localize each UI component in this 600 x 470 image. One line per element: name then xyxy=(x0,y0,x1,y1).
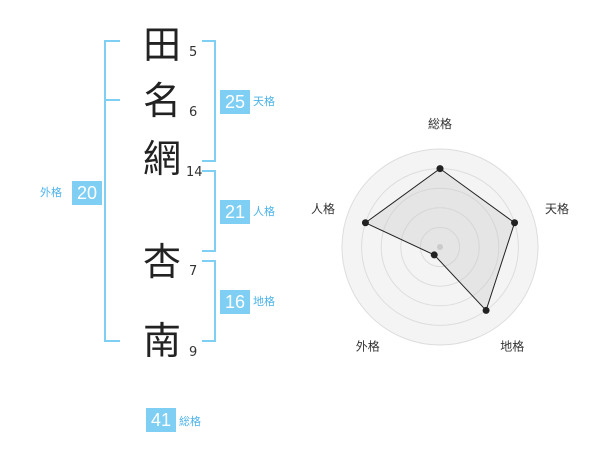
radar-point xyxy=(482,306,490,314)
tenkaku-label: 天格 xyxy=(253,95,275,108)
radar-point xyxy=(361,219,369,227)
jinkaku-value: 21 xyxy=(220,200,250,224)
gaikaku-bracket xyxy=(104,40,120,342)
name-char-3-strokes: 14 xyxy=(186,165,203,180)
radar-grid-ring xyxy=(380,187,500,307)
chikaku-bracket xyxy=(202,260,216,342)
jinkaku-label: 人格 xyxy=(253,205,275,218)
name-char-1: 田 xyxy=(143,23,182,67)
radar-center xyxy=(437,244,443,250)
gaikaku-tick xyxy=(104,99,120,101)
radar-point xyxy=(436,165,444,173)
radar-axis-label: 外格 xyxy=(356,339,380,354)
gaikaku-label: 外格 xyxy=(40,186,62,199)
soukaku-label: 総格 xyxy=(179,415,201,428)
radar-area xyxy=(361,165,519,314)
tenkaku-bracket xyxy=(202,40,216,162)
tenkaku-value: 25 xyxy=(220,90,250,114)
chikaku-label: 地格 xyxy=(253,295,275,308)
jinkaku-bracket xyxy=(202,170,216,252)
radar-point xyxy=(430,251,438,259)
name-char-3: 網 xyxy=(143,137,182,181)
radar-axis-label: 人格 xyxy=(311,201,335,216)
name-char-4: 杏 xyxy=(143,240,182,284)
gaikaku-value: 20 xyxy=(72,181,102,205)
name-char-5: 南 xyxy=(143,319,182,363)
name-char-4-strokes: 7 xyxy=(189,264,198,279)
radar-axis-label: 地格 xyxy=(500,339,524,354)
radar-point xyxy=(511,219,519,227)
radar-grid-ring xyxy=(400,207,480,287)
name-char-5-strokes: 9 xyxy=(189,345,198,360)
radar-polygon xyxy=(364,167,516,312)
radar-grid-ring xyxy=(419,226,461,268)
chikaku-value: 16 xyxy=(220,290,250,314)
radar-axis-label: 総格 xyxy=(428,116,452,131)
name-char-2: 名 xyxy=(143,79,182,123)
name-char-1-strokes: 5 xyxy=(189,45,198,60)
radar-grid xyxy=(341,148,539,346)
name-char-2-strokes: 6 xyxy=(189,105,198,120)
radar-axis-label: 天格 xyxy=(545,201,569,216)
soukaku-value: 41 xyxy=(146,408,176,432)
